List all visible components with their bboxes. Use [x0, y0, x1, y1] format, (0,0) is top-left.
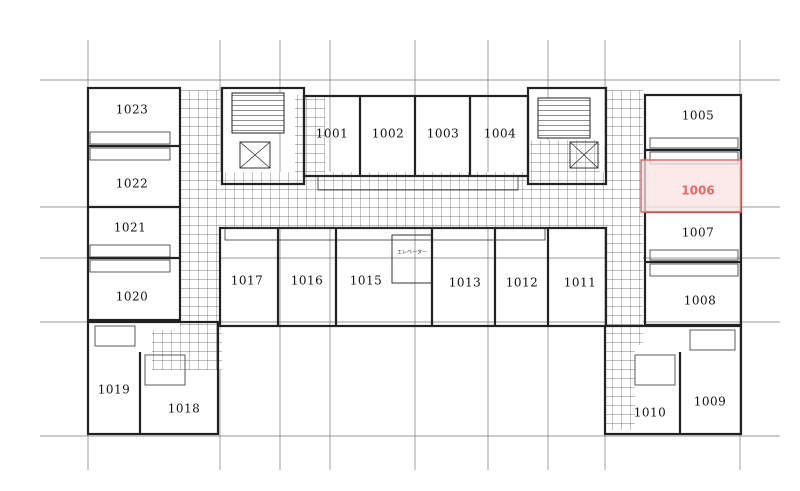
unit-1006-highlight[interactable]: [640, 159, 742, 213]
elevator-hall: エレベーター: [391, 234, 433, 284]
unit-label-1009[interactable]: 1009: [694, 395, 727, 409]
unit-label-1017[interactable]: 1017: [231, 274, 264, 288]
unit-label-1008[interactable]: 1008: [684, 294, 717, 308]
elevator-left: [239, 141, 271, 169]
unit-label-1019[interactable]: 1019: [98, 383, 131, 397]
unit-fixtures: [89, 131, 739, 386]
unit-label-1005[interactable]: 1005: [682, 109, 715, 123]
unit-label-1021[interactable]: 1021: [114, 221, 147, 235]
unit-label-1015[interactable]: 1015: [350, 274, 383, 288]
stairwell-right: [537, 97, 591, 139]
unit-label-1003[interactable]: 1003: [427, 127, 460, 141]
unit-partitions: [88, 96, 741, 434]
elevator-right: [569, 141, 599, 169]
elevator-hall-label: エレベーター: [397, 249, 427, 256]
unit-label-1010[interactable]: 1010: [634, 406, 667, 420]
unit-label-1020[interactable]: 1020: [116, 290, 149, 304]
unit-label-1023[interactable]: 1023: [116, 103, 149, 117]
corridor: [152, 90, 643, 430]
unit-label-1002[interactable]: 1002: [372, 127, 405, 141]
unit-label-1016[interactable]: 1016: [291, 274, 324, 288]
unit-label-1007[interactable]: 1007: [682, 226, 715, 240]
unit-label-1022[interactable]: 1022: [116, 177, 149, 191]
unit-label-1011[interactable]: 1011: [564, 276, 597, 290]
unit-label-1001[interactable]: 1001: [316, 127, 349, 141]
unit-label-1004[interactable]: 1004: [484, 127, 517, 141]
unit-label-1006[interactable]: 1006: [681, 184, 714, 198]
unit-label-1012[interactable]: 1012: [506, 276, 539, 290]
unit-label-1018[interactable]: 1018: [168, 402, 201, 416]
stairwell-left: [231, 92, 285, 134]
unit-label-1013[interactable]: 1013: [449, 276, 482, 290]
unit-labels: 1023 1022 1021 1020 1019 1018 1001 1002 …: [98, 103, 727, 420]
